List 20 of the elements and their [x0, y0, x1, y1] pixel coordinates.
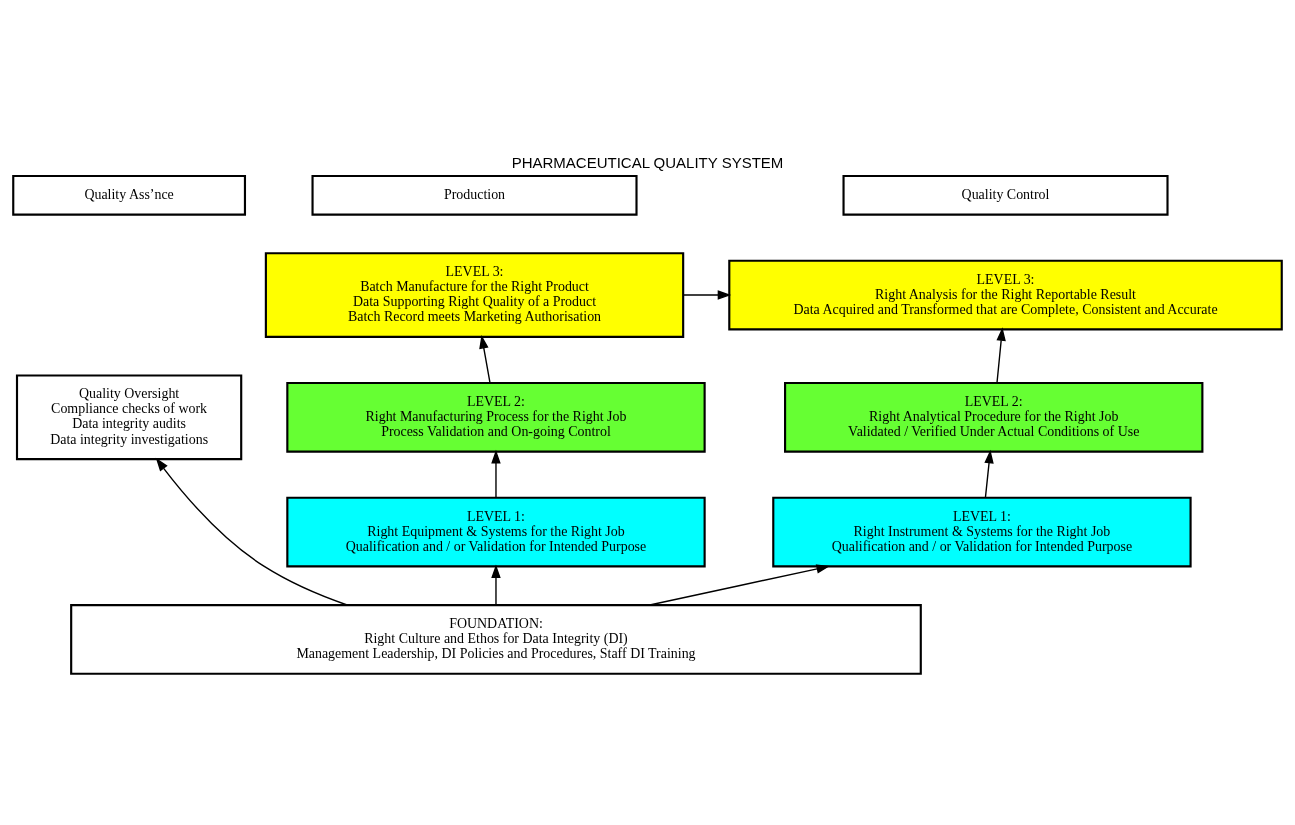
arrow: [649, 564, 830, 606]
arrow: [984, 449, 994, 499]
diagram-title: PHARMACEUTICAL QUALITY SYSTEM: [511, 153, 784, 171]
arrow: [479, 335, 491, 384]
node-box: LEVEL 1: Right Equipment & Systems for the Right Job Qualification and / or Validation for Intended Purpose: [286, 496, 706, 568]
node-box: LEVEL 1: Right Instrument & Systems for the Right Job Qualification and / or Validation for Intended Purpose: [772, 496, 1192, 568]
arrow: [491, 564, 501, 606]
node-box: FOUNDATION: Right Culture and Ethos for Data Integrity (DI) Management Leadership, DI Policies and Procedures, Staff DI Training: [70, 603, 922, 675]
node-box: Quality Ass’nce: [12, 174, 247, 216]
arrow: [155, 457, 348, 606]
arrow: [491, 449, 501, 499]
node-box: LEVEL 2: Right Manufacturing Process for the Right Job Process Validation and On-going Control: [286, 381, 706, 453]
node-box: LEVEL 3: Batch Manufacture for the Right Product Data Supporting Right Quality of a Product Batch Record meets Marketing Authorisation: [264, 252, 685, 338]
node-box: LEVEL 3: Right Analysis for the Right Reportable Result Data Acquired and Transformed that are Complete, Consistent and Accurate: [728, 259, 1283, 331]
node-box: Quality Oversight Compliance checks of work Data integrity audits Data integrity investigations: [15, 374, 243, 461]
node-box: Production: [311, 174, 638, 216]
node-box: Quality Control: [842, 174, 1169, 216]
arrow: [996, 327, 1006, 384]
node-box: LEVEL 2: Right Analytical Procedure for the Right Job Validated / Verified Under Actual Conditions of Use: [784, 381, 1204, 453]
arrow: [682, 290, 732, 300]
